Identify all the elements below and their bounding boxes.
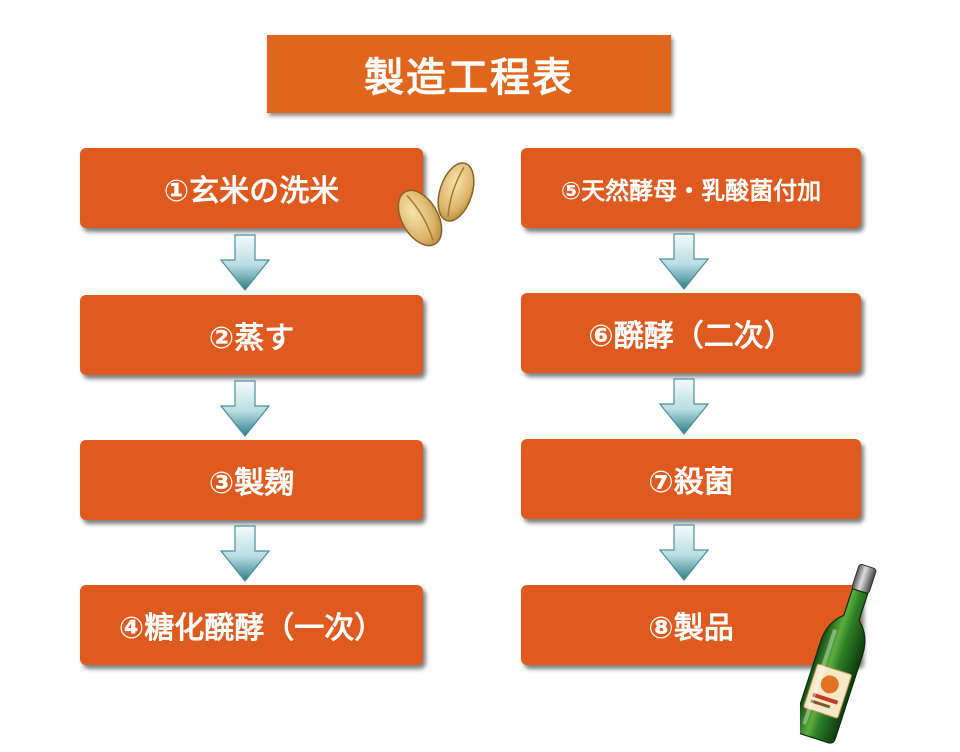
step-8-box: ⑧製品: [521, 585, 861, 665]
down-arrow-icon: [659, 233, 709, 291]
step-4-label: ④糖化醗酵（一次）: [118, 611, 385, 646]
step-1-box: ①玄米の洗米: [80, 148, 423, 228]
bottle-icon: [792, 558, 880, 752]
step-1-label: ①玄米の洗米: [163, 174, 340, 209]
down-arrow-icon: [220, 234, 270, 292]
step-8-label: ⑧製品: [648, 611, 734, 646]
rice-grains-icon: [390, 150, 490, 254]
page-title-text: 製造工程表: [364, 55, 574, 101]
step-7-box: ⑦殺菌: [521, 439, 861, 519]
step-4-box: ④糖化醗酵（一次）: [80, 585, 423, 665]
step-6-box: ⑥醗酵（二次）: [521, 293, 861, 373]
step-3-box: ③製麹: [80, 440, 423, 520]
step-5-box: ⑤天然酵母・乳酸菌付加: [521, 148, 861, 228]
step-2-box: ②蒸す: [80, 295, 423, 375]
step-5-label: ⑤天然酵母・乳酸菌付加: [560, 176, 822, 205]
down-arrow-icon: [220, 525, 270, 583]
down-arrow-icon: [659, 378, 709, 436]
down-arrow-icon: [659, 524, 709, 582]
step-6-label: ⑥醗酵（二次）: [588, 319, 794, 354]
page-title: 製造工程表: [267, 35, 671, 113]
step-7-label: ⑦殺菌: [648, 465, 734, 500]
step-2-label: ②蒸す: [208, 321, 295, 356]
down-arrow-icon: [220, 380, 270, 438]
step-3-label: ③製麹: [208, 466, 295, 501]
